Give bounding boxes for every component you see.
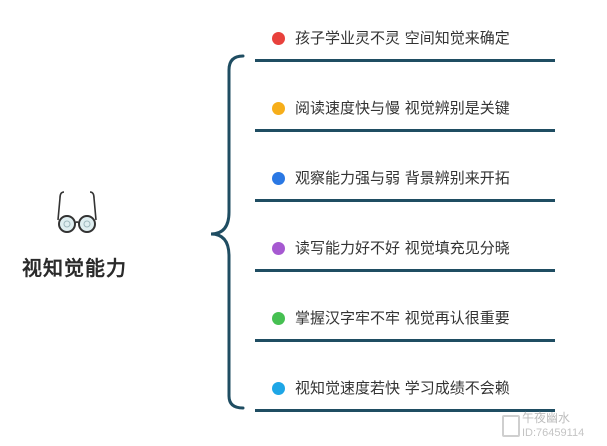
branch-item: 掌握汉字牢不牢 视觉再认很重要 xyxy=(255,306,555,346)
bullet-dot xyxy=(272,382,285,395)
watermark-logo-icon xyxy=(502,415,520,437)
watermark-name: 午夜幽水 xyxy=(522,411,571,425)
bullet-dot xyxy=(272,102,285,115)
branch-label: 观察能力强与弱 背景辨别来开拓 xyxy=(295,169,510,187)
branch-item: 读写能力好不好 视觉填充见分晓 xyxy=(255,236,555,276)
branch-label: 掌握汉字牢不牢 视觉再认很重要 xyxy=(295,309,510,327)
branch-item: 阅读速度快与慢 视觉辨别是关键 xyxy=(255,96,555,136)
underline xyxy=(255,199,555,202)
watermark: 午夜幽水 ID:76459114 xyxy=(498,409,607,445)
underline xyxy=(255,409,555,412)
watermark-id: ID:76459114 xyxy=(522,427,585,439)
central-title: 视知觉能力 xyxy=(22,256,127,280)
bullet-dot xyxy=(272,242,285,255)
branch-label: 读写能力好不好 视觉填充见分晓 xyxy=(295,239,510,257)
bullet-dot xyxy=(272,312,285,325)
curly-brace xyxy=(210,54,245,410)
branch-item: 视知觉速度若快 学习成绩不会赖 xyxy=(255,376,555,416)
branch-label: 孩子学业灵不灵 空间知觉来确定 xyxy=(295,29,510,47)
branch-item: 观察能力强与弱 背景辨别来开拓 xyxy=(255,166,555,206)
branch-item: 孩子学业灵不灵 空间知觉来确定 xyxy=(255,26,555,66)
underline xyxy=(255,59,555,62)
branch-label: 阅读速度快与慢 视觉辨别是关键 xyxy=(295,99,510,117)
bullet-dot xyxy=(272,172,285,185)
branch-label: 视知觉速度若快 学习成绩不会赖 xyxy=(295,379,510,397)
bullet-dot xyxy=(272,32,285,45)
glasses-icon xyxy=(57,191,97,233)
underline xyxy=(255,339,555,342)
underline xyxy=(255,269,555,272)
underline xyxy=(255,129,555,132)
